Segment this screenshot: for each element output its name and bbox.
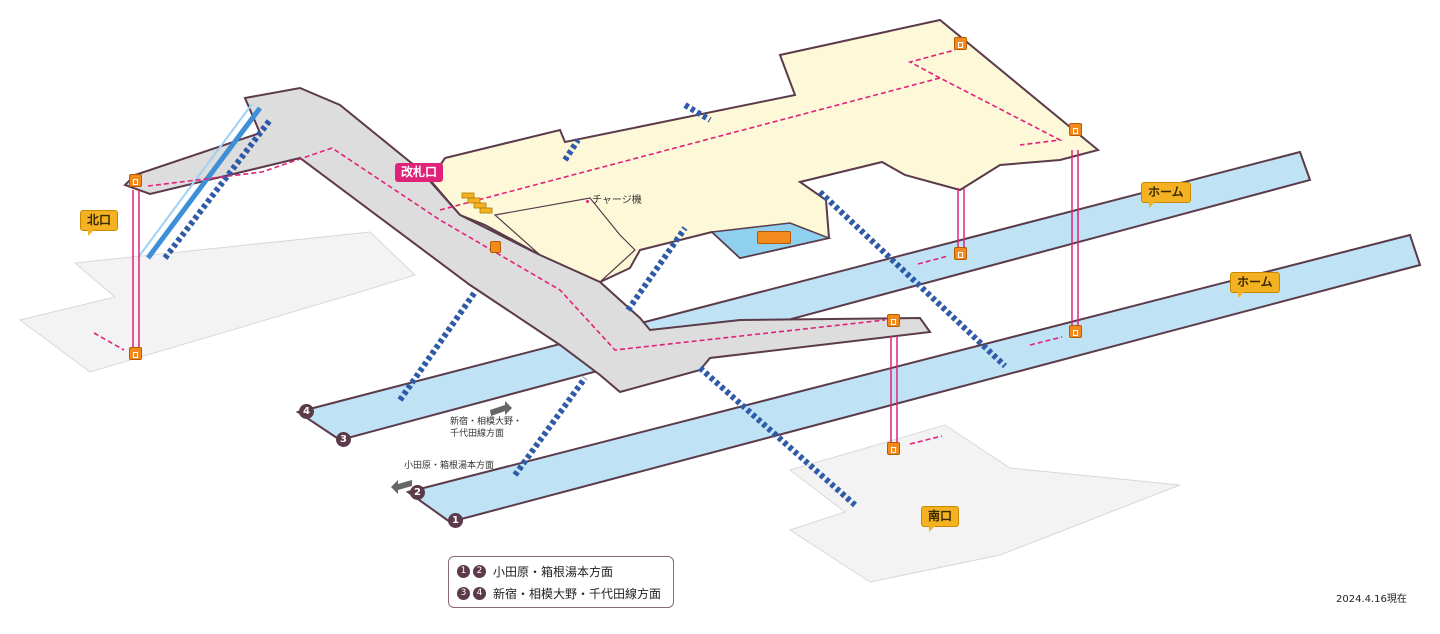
legend-number: 1	[457, 565, 470, 578]
stairs-concourse-left	[562, 138, 581, 162]
north-exit-area	[18, 231, 416, 373]
platform-1-2	[405, 233, 1422, 524]
escalator	[145, 106, 263, 260]
as-of-date: 2024.4.16現在	[1336, 594, 1407, 605]
charge-machine-label: チャージ機	[592, 195, 642, 206]
platform-label: ホーム	[1141, 182, 1191, 208]
ticket-gate-icon	[461, 192, 493, 214]
elevator-icon	[887, 314, 900, 327]
elevator-icon	[954, 37, 967, 50]
direction-odawara: 小田原・箱根湯本方面	[404, 461, 495, 471]
direction-shinjuku-line1: 新宿・相模大野・	[450, 417, 523, 427]
track-number-3: 3	[336, 432, 351, 447]
south-exit-label: 南口	[921, 506, 960, 532]
stairs-platform-4	[397, 290, 478, 402]
arrow-shinjuku	[490, 401, 512, 416]
track-number-2: 2	[410, 485, 425, 500]
legend-text: 小田原・箱根湯本方面	[493, 565, 614, 579]
ticket-gate-label: 改札口	[395, 163, 444, 182]
legend-number: 4	[473, 587, 486, 600]
elevator-shafts	[132, 150, 1079, 445]
accessible-toilet-icon	[757, 231, 791, 244]
direction-shinjuku-line2: 千代田線方面	[450, 429, 505, 439]
stairs-north	[162, 118, 273, 260]
legend-text: 新宿・相模大野・千代田線方面	[493, 587, 662, 601]
elevator-icon	[1069, 325, 1082, 338]
platform-label: ホーム	[1230, 272, 1280, 298]
south-exit-area	[788, 424, 1181, 583]
track-number-4: 4	[299, 404, 314, 419]
elevator-icon	[954, 247, 967, 260]
track-number-1: 1	[448, 513, 463, 528]
elevator-icon	[1069, 123, 1082, 136]
north-exit-label: 北口	[80, 210, 119, 236]
legend-number: 2	[473, 565, 486, 578]
charge-machine-marker	[586, 200, 589, 203]
elevator-icon	[129, 347, 142, 360]
accessible-route	[93, 49, 1063, 445]
stairs-platform-2	[512, 376, 588, 477]
elevator-icon	[887, 442, 900, 455]
legend-number: 3	[457, 587, 470, 600]
ticket-machine-icon	[490, 241, 501, 253]
platform-3-4	[295, 150, 1312, 442]
arrow-odawara	[391, 480, 412, 494]
elevator-icon	[129, 174, 142, 187]
stairs-concourse-3	[625, 226, 688, 312]
stairs-concourse-top	[683, 102, 712, 123]
stairs-to-platform-1-2	[817, 189, 1008, 369]
free-passage	[123, 86, 932, 394]
